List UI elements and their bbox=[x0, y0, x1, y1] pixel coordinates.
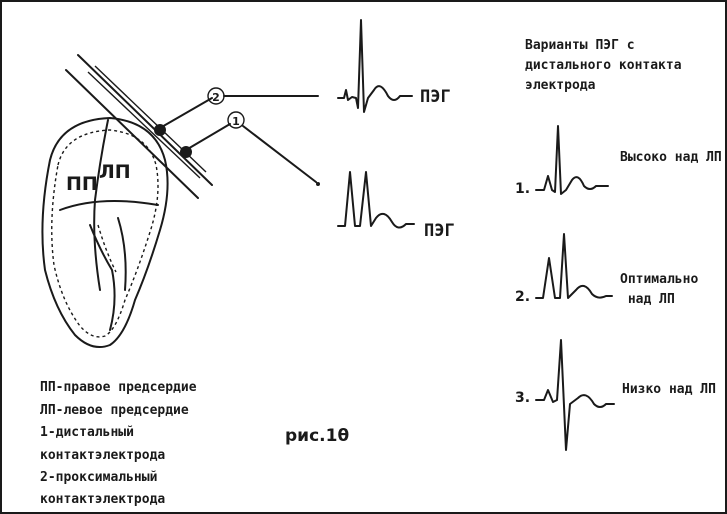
variants-title-line-2: дистального контакта bbox=[525, 58, 682, 73]
legend-line-3: 1-дистальный bbox=[40, 425, 134, 440]
heart-label-lp: ЛП bbox=[99, 161, 131, 183]
variant-2-label-line-2: над ЛП bbox=[620, 292, 675, 307]
variant-2-label-line-1: Оптимально bbox=[620, 272, 698, 287]
variants-title-line-3: электрода bbox=[525, 78, 596, 93]
variants-title-line-1: Варианты ПЭГ с bbox=[525, 38, 635, 53]
legend-line-1: ПП-правое предсердие bbox=[40, 380, 197, 395]
legend-line-4: контактэлектрода bbox=[40, 448, 165, 463]
legend-line-6: контактэлектрода bbox=[40, 492, 165, 507]
legend-line-2: ЛП-левое предсердие bbox=[40, 403, 189, 418]
peg-label-top: ПЭГ bbox=[420, 87, 451, 107]
variant-1-label: Высоко над ЛП bbox=[620, 150, 722, 165]
marker-2-label: 2 bbox=[212, 91, 220, 104]
legend-line-5: 2-проксимальный bbox=[40, 470, 157, 485]
variant-3-label: Низко над ЛП bbox=[622, 382, 716, 397]
lead-line-distal-end bbox=[316, 182, 320, 186]
marker-1-label: 1 bbox=[232, 115, 240, 128]
variant-3-number: 3. bbox=[515, 390, 530, 406]
heart-label-rp: ПП bbox=[66, 173, 98, 195]
peg-label-bottom: ПЭГ bbox=[424, 221, 455, 241]
figure-caption: рис.1θ bbox=[285, 426, 349, 446]
variant-2-number: 2. bbox=[515, 289, 530, 305]
variant-1-number: 1. bbox=[515, 181, 530, 197]
